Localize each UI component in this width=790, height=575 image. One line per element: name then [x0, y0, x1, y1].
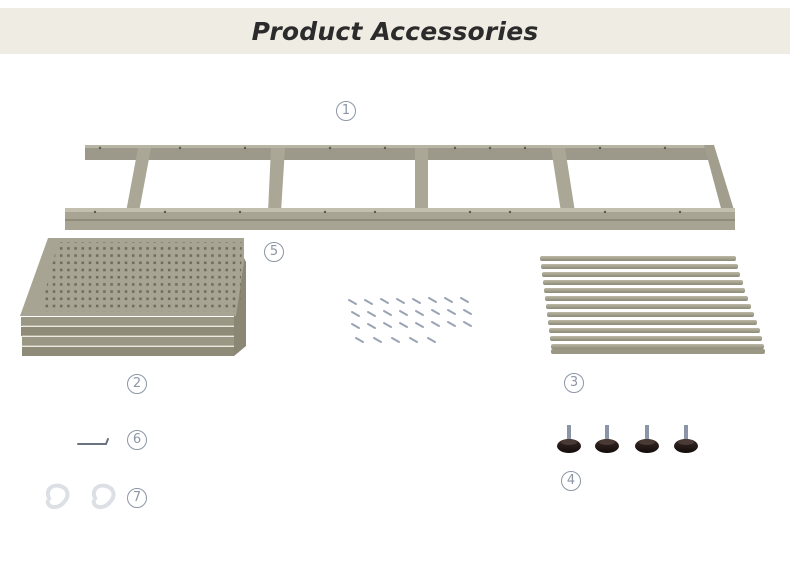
part-label-5: 5 — [264, 242, 284, 262]
screw-icon — [348, 297, 472, 343]
part-label-3: 3 — [564, 373, 584, 393]
part-label-2: 2 — [127, 374, 147, 394]
pegboard-stack-part — [20, 238, 246, 356]
part-label-1: 1 — [336, 101, 356, 121]
slat-bundle-part — [540, 256, 765, 354]
part-label-7: 7 — [127, 488, 147, 508]
ladder-frame-part — [65, 145, 735, 230]
hook-clip-icon — [45, 483, 116, 509]
hex-key-icon — [77, 438, 109, 445]
page-title: Product Accessories — [251, 16, 539, 46]
page-header: Product Accessories — [0, 8, 790, 54]
part-label-6: 6 — [127, 430, 147, 450]
leveling-foot-icon — [557, 425, 698, 453]
part-label-4: 4 — [561, 471, 581, 491]
